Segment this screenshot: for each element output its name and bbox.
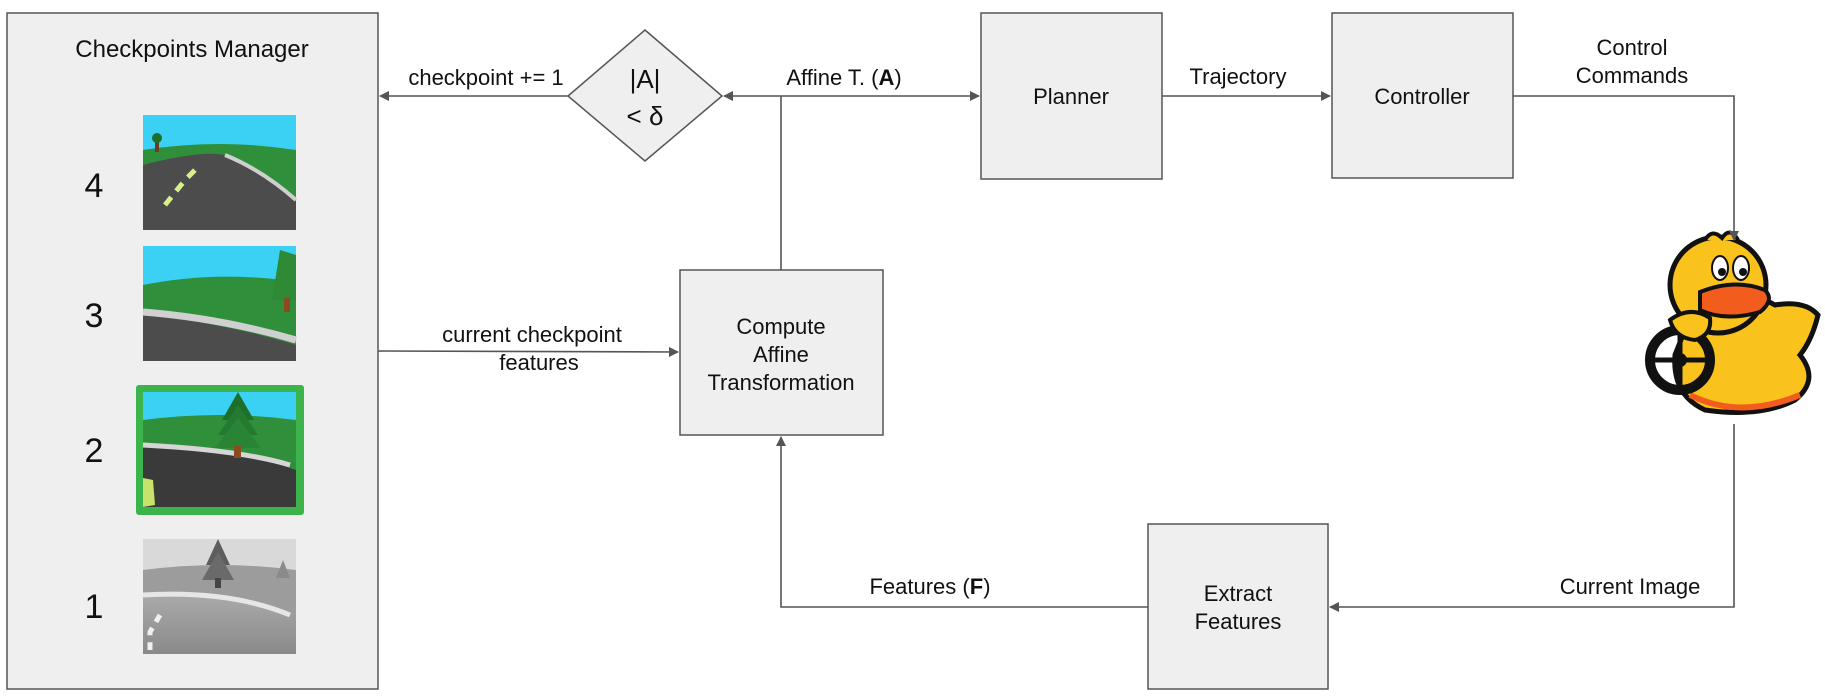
edge-extract-to-compute — [776, 436, 1148, 608]
checkpoint-image — [142, 539, 296, 654]
compute-label-line-2: Affine — [753, 342, 809, 367]
control-commands-label-line-1: Control — [1597, 35, 1668, 60]
decision-line-2: < δ — [627, 101, 664, 131]
current-checkpoint-label-line-2: features — [499, 350, 579, 375]
checkpoints-manager-panel: Checkpoints Manager 4 3 — [6, 12, 379, 690]
edge-manager-to-compute — [377, 346, 679, 357]
current-checkpoint-label-line-1: current checkpoint — [442, 322, 622, 347]
threshold-decision-diamond: |A| < δ — [566, 29, 724, 162]
compute-affine-block: Compute Affine Transformation — [679, 269, 884, 436]
compute-label-line-1: Compute — [736, 314, 825, 339]
current-image-label: Current Image — [1560, 574, 1701, 599]
checkpoint-number: 2 — [85, 432, 104, 470]
controller-block: Controller — [1331, 12, 1514, 179]
checkpoint-3: 3 — [85, 246, 297, 361]
controller-label: Controller — [1374, 84, 1469, 109]
extract-label-line-2: Features — [1195, 609, 1282, 634]
checkpoints-manager-title: Checkpoints Manager — [75, 36, 308, 63]
planner-block: Planner — [980, 12, 1163, 180]
checkpoint-2: 2 — [85, 385, 304, 515]
extract-label-line-1: Extract — [1204, 581, 1272, 606]
trajectory-label: Trajectory — [1190, 64, 1287, 89]
extract-features-block: Extract Features — [1147, 523, 1329, 690]
affine-transform-label: Affine T. (A) — [786, 65, 901, 90]
edge-duck-to-extract — [1329, 424, 1735, 612]
checkpoint-4: 4 — [85, 115, 298, 230]
checkpoint-image — [143, 115, 298, 230]
control-commands-label-line-2: Commands — [1576, 63, 1688, 88]
decision-line-1: |A| — [630, 64, 661, 94]
checkpoint-number: 1 — [85, 588, 104, 626]
checkpoint-number: 4 — [85, 167, 104, 205]
checkpoint-image — [142, 392, 296, 507]
features-label: Features (F) — [869, 574, 990, 599]
planner-label: Planner — [1033, 84, 1109, 109]
compute-label-line-3: Transformation — [707, 370, 854, 395]
checkpoint-image — [142, 246, 297, 361]
checkpoint-increment-label: checkpoint += 1 — [408, 65, 563, 90]
duckiebot-duck-icon — [1645, 230, 1821, 415]
checkpoint-1: 1 — [85, 539, 296, 654]
edge-controller-to-duck — [1513, 95, 1739, 241]
checkpoint-number: 3 — [85, 297, 104, 335]
